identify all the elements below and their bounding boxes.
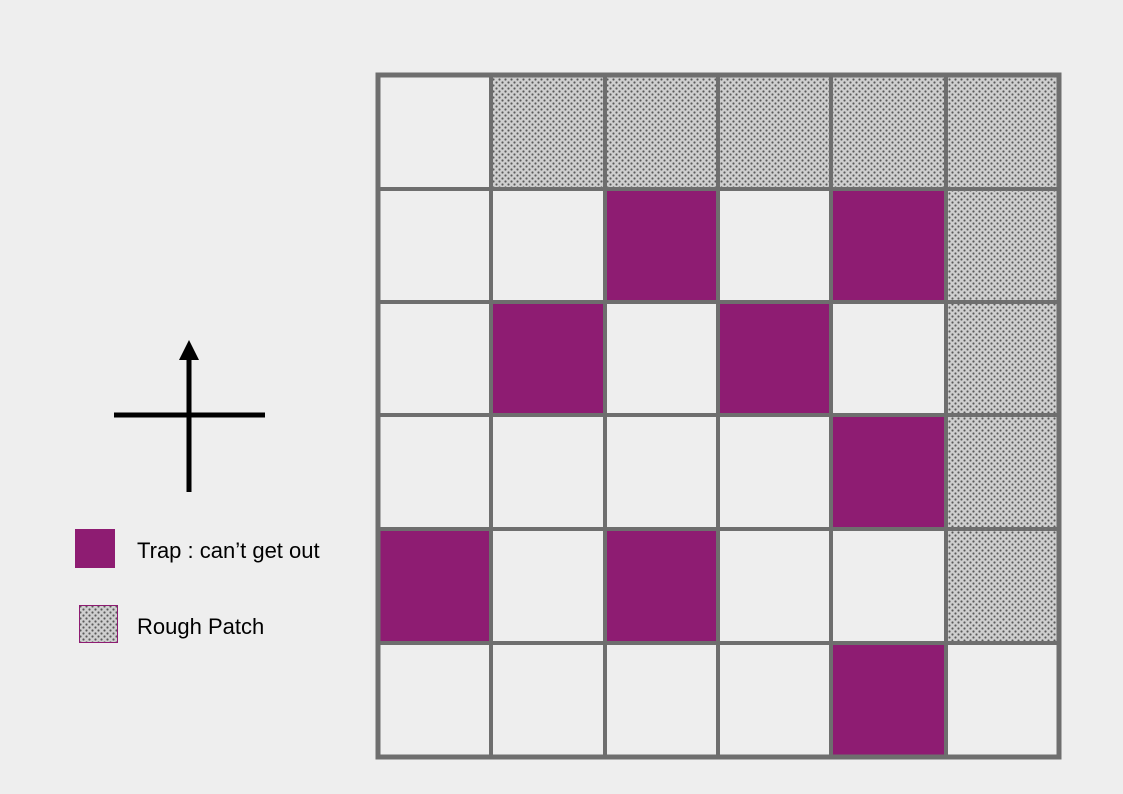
grid-cell-empty (829, 300, 948, 417)
grid-cell-empty (944, 641, 1061, 759)
grid-cell-empty (603, 641, 720, 759)
grid-cell-rough (716, 73, 833, 191)
grid-cell-rough (603, 73, 720, 191)
grid-cell-rough (944, 413, 1061, 531)
grid-cell-empty (716, 413, 833, 531)
legend-trap-swatch (75, 529, 115, 568)
grid-cell-empty (716, 527, 833, 645)
grid-cell-rough (944, 73, 1061, 191)
grid-cell-rough (944, 300, 1061, 417)
grid-cell-rough (829, 73, 948, 191)
grid-cell-rough (944, 187, 1061, 304)
legend-rough-label: Rough Patch (137, 614, 265, 639)
grid-cell-empty (489, 527, 607, 645)
grid-cell-trap (716, 300, 833, 417)
compass-cross-icon (114, 340, 265, 492)
legend-rough-swatch (79, 605, 118, 643)
grid-cell-empty (376, 641, 493, 759)
grid-cell-empty (489, 187, 607, 304)
arrow-up-icon (179, 340, 199, 360)
grid-cell-empty (603, 413, 720, 531)
grid-cell-empty (716, 187, 833, 304)
grid-cell-rough (944, 527, 1061, 645)
grid-cell-empty (376, 187, 493, 304)
grid-cell-empty (603, 300, 720, 417)
grid-cell-rough (489, 73, 607, 191)
grid-border (375, 72, 1062, 760)
grid-cell-trap (603, 527, 720, 645)
grid-cell-trap (829, 641, 948, 759)
grid (375, 72, 1062, 760)
grid-cell-trap (829, 187, 948, 304)
grid-cell-empty (376, 413, 493, 531)
grid-cell-empty (489, 641, 607, 759)
grid-cell-empty (716, 641, 833, 759)
grid-cell-trap (829, 413, 948, 531)
grid-cell-empty (376, 300, 493, 417)
grid-cell-empty (376, 73, 493, 191)
legend-trap-label: Trap : can’t get out (137, 538, 320, 563)
grid-cell-trap (603, 187, 720, 304)
grid-cell-empty (489, 413, 607, 531)
grid-cell-empty (829, 527, 948, 645)
grid-cell-trap (489, 300, 607, 417)
grid-cell-trap (376, 527, 493, 645)
